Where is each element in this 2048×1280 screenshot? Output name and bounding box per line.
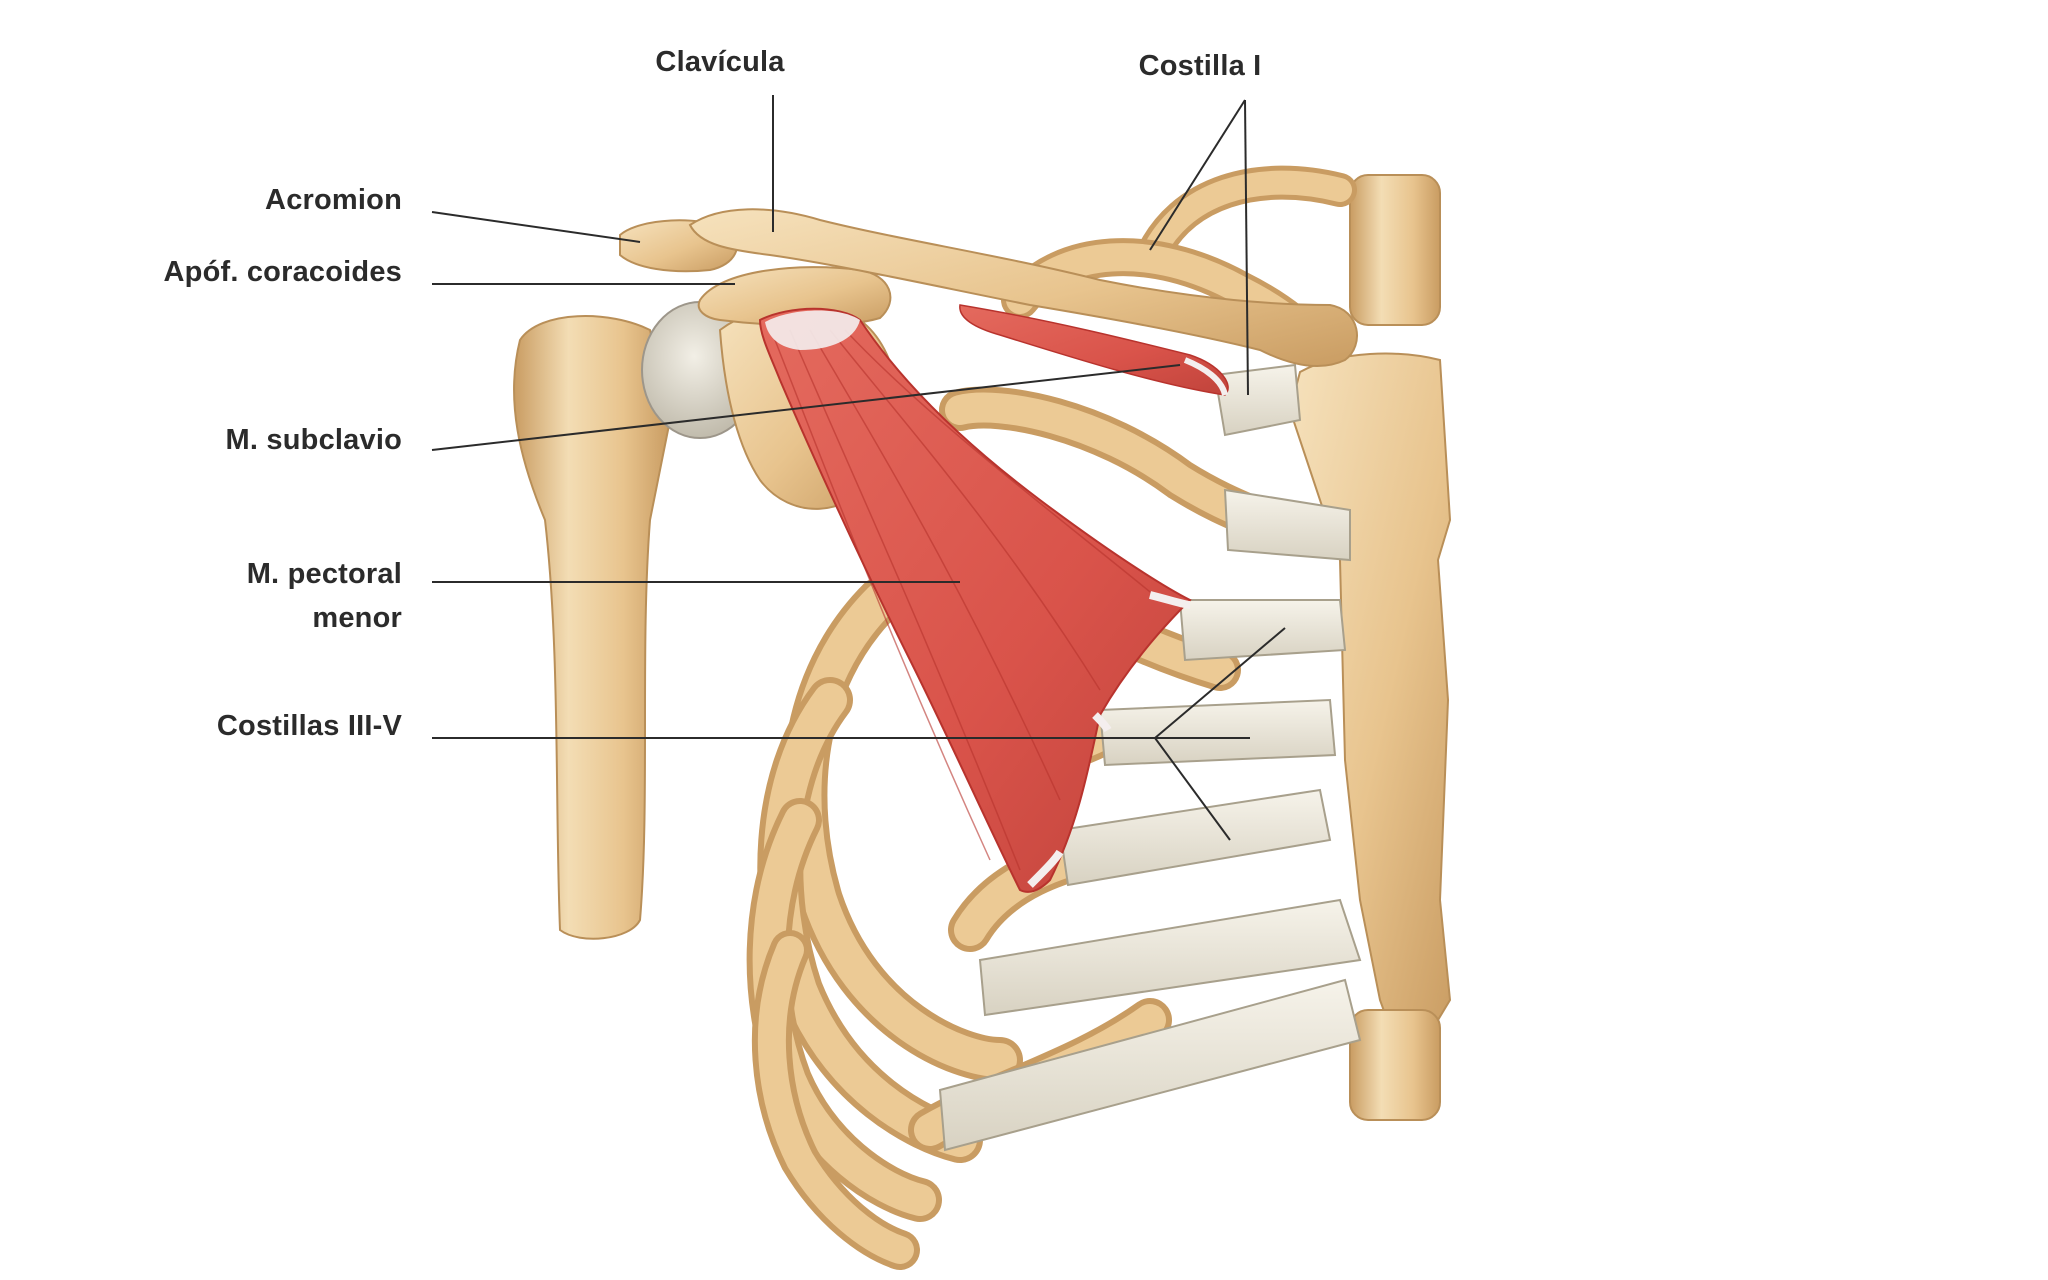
leader-acromion bbox=[431, 211, 641, 243]
label-clavicula: Clavícula bbox=[655, 46, 785, 78]
leader-costillas-iii-v-a bbox=[1154, 627, 1286, 739]
label-acromion: Acromion bbox=[265, 184, 402, 216]
label-m-pectoral-menor-line2: menor bbox=[312, 602, 402, 634]
humerus bbox=[513, 315, 672, 940]
pectoralis-minor-muscle bbox=[758, 307, 1192, 893]
label-costilla-i: Costilla I bbox=[1138, 50, 1262, 82]
leader-m-subclavio bbox=[431, 364, 1181, 451]
leader-costilla-i-b bbox=[1244, 99, 1249, 396]
label-apof-coracoides: Apóf. coracoides bbox=[163, 256, 402, 288]
clavicle bbox=[688, 208, 1358, 367]
label-m-pectoral-menor-line1: M. pectoral bbox=[246, 558, 402, 590]
vertebral-column bbox=[1349, 174, 1441, 1121]
leader-costilla-i-a bbox=[1149, 99, 1246, 251]
leader-lines bbox=[431, 95, 1286, 841]
label-m-subclavio: M. subclavio bbox=[225, 424, 402, 456]
label-costillas-iii-v: Costillas III-V bbox=[216, 710, 402, 742]
coracoid-process bbox=[697, 266, 892, 327]
leader-costillas-iii-v-b bbox=[1154, 737, 1231, 841]
subclavius-muscle bbox=[959, 304, 1229, 396]
costal-cartilages bbox=[938, 363, 1362, 1152]
